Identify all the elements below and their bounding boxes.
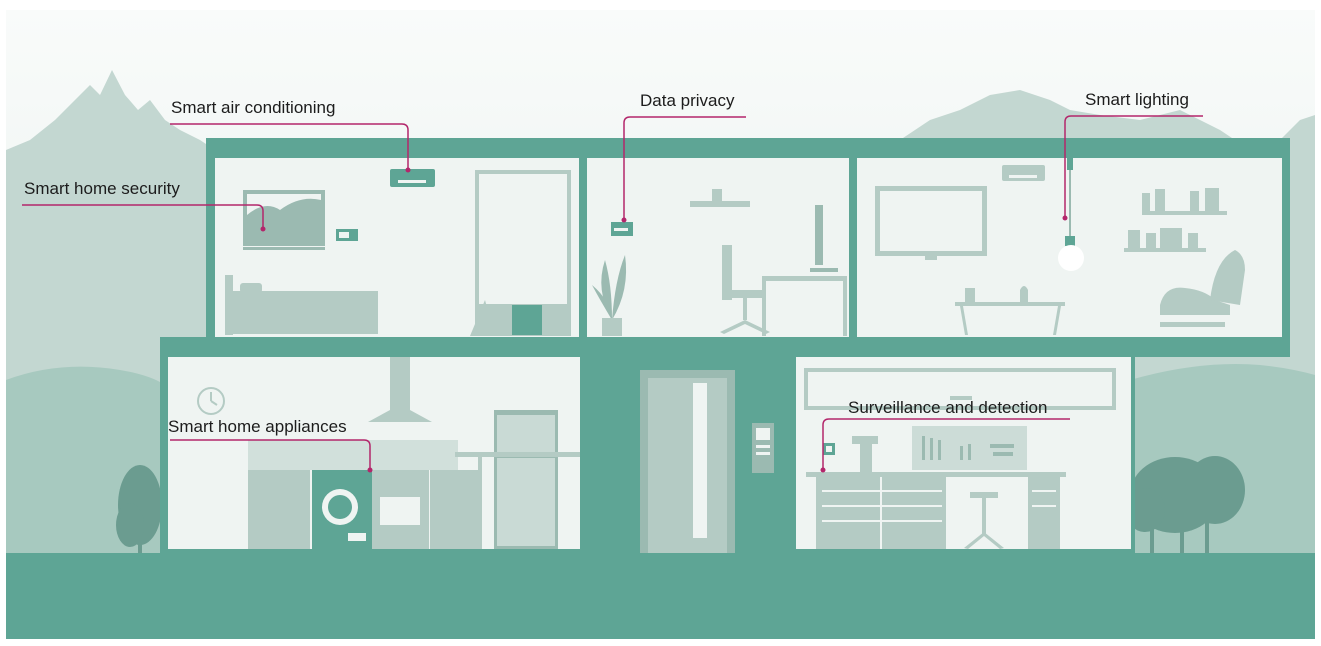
label-smart-air-conditioning: Smart air conditioning [171, 98, 336, 117]
callout-line-data-privacy [623, 116, 746, 220]
garage-door-icon [804, 368, 1116, 410]
bar-table-icon [455, 452, 580, 547]
kitchen-cabinets [248, 470, 482, 549]
kitchen-backsplash [248, 440, 458, 470]
callout-line-smart-lighting [1064, 115, 1203, 218]
monitor-icon [810, 205, 838, 272]
ground [6, 553, 1315, 639]
bush-icon [1125, 456, 1245, 555]
light-bulb-icon [1058, 158, 1084, 271]
tv-icon-living [875, 186, 987, 260]
callout-dot-air-conditioning [405, 167, 411, 173]
wardrobe-icon [470, 170, 571, 336]
intercom-icon [752, 423, 774, 473]
stool-icon [964, 492, 1004, 549]
label-smart-home-appliances: Smart home appliances [168, 417, 347, 436]
bookshelf-icon [1124, 188, 1227, 252]
callout-dot-appliances [367, 467, 373, 473]
desk-icon [762, 276, 847, 336]
callout-dot-surveillance [820, 467, 826, 473]
security-camera-icon [823, 443, 835, 455]
router-icon [611, 222, 633, 236]
roof-slab [206, 138, 1290, 158]
door-icon [640, 370, 735, 553]
fridge-icon [494, 410, 558, 549]
air-conditioner-icon [390, 169, 435, 187]
bed-icon [225, 275, 378, 335]
washing-machine-icon [312, 470, 372, 549]
callout-line-surveillance [822, 418, 1070, 470]
chair-icon [720, 245, 770, 334]
tree-icon [116, 465, 162, 555]
callout-dot-data-privacy [621, 217, 627, 223]
callout-line-security [22, 204, 264, 229]
bench-drawers [822, 477, 1056, 549]
plant-icon [592, 255, 627, 336]
coffee-table-icon [955, 286, 1065, 335]
shelf-lamp-icon [690, 189, 750, 207]
lounge-chair-icon [1160, 250, 1245, 327]
office [587, 158, 849, 337]
callout-line-appliances [170, 439, 371, 470]
callout-lines [22, 115, 1203, 473]
label-smart-lighting: Smart lighting [1085, 90, 1189, 109]
tv-icon [243, 190, 325, 250]
callout-line-air-conditioning [170, 123, 409, 170]
air-conditioner-icon-living [1002, 165, 1045, 181]
label-smart-home-security: Smart home security [24, 179, 180, 198]
callout-dot-security [260, 226, 266, 232]
drill-press-icon [852, 436, 878, 472]
callout-dot-smart-lighting [1062, 215, 1068, 221]
thermostat-icon [336, 229, 358, 241]
oven-icon [372, 470, 429, 549]
pegboard-icon [912, 426, 1027, 470]
clock-icon [197, 387, 225, 415]
label-surveillance-and-detection: Surveillance and detection [848, 398, 1048, 417]
range-hood-icon [368, 357, 432, 422]
label-data-privacy: Data privacy [640, 91, 735, 110]
